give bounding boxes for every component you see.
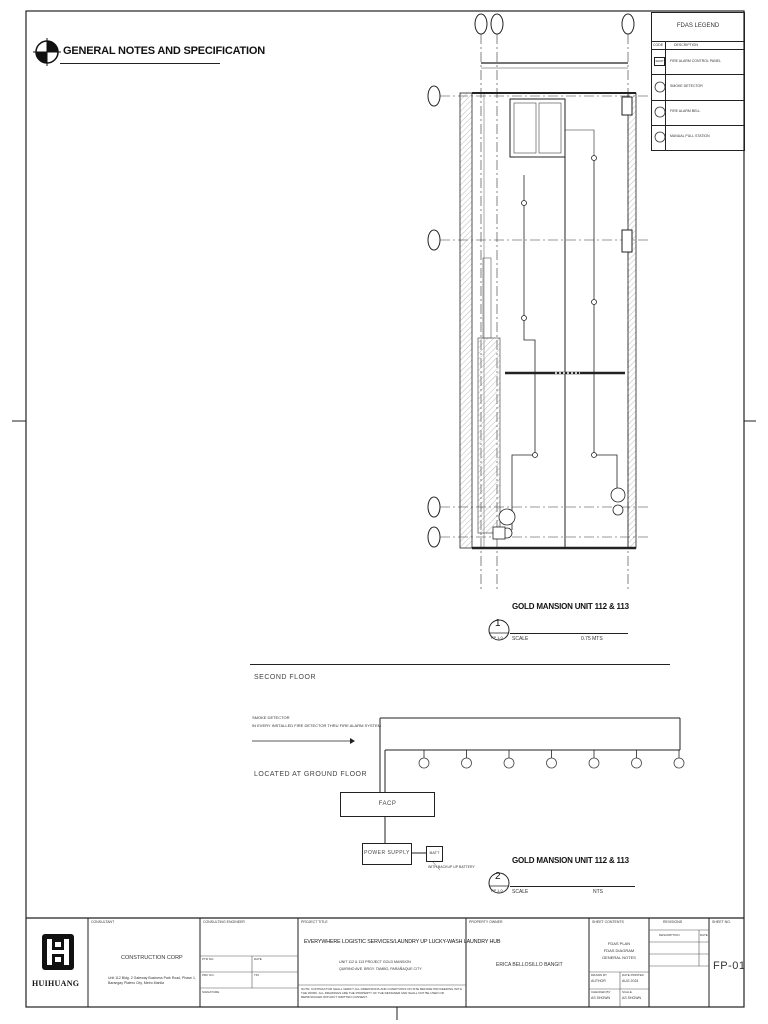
huihuang-logo-icon — [42, 934, 74, 970]
facp-box: FACP — [340, 792, 435, 817]
revisions-label: REVISIONS — [663, 920, 683, 924]
fdas-legend: FDAS LEGEND CODE DESCRIPTION FACP FIRE A… — [651, 12, 745, 151]
sheet-contents-label: SHEET CONTENTS — [592, 920, 624, 924]
smoke-detector-icon — [654, 81, 666, 93]
legend-item-smoke: SMOKE DETECTOR — [670, 84, 703, 88]
detail-2-scale-value: NTS — [593, 889, 603, 895]
scale-label: SCALE — [622, 990, 632, 994]
detail-2-scale-label: SCALE — [512, 889, 529, 895]
logo-text: HUIHUANG — [32, 979, 80, 988]
riser-smoke-detector — [673, 757, 685, 769]
checked-by: AS SHOWN — [591, 996, 611, 1000]
detail-2-number: 2 — [495, 871, 501, 882]
consultant-label: CONSULTANT — [91, 920, 115, 924]
title-block: HUIHUANG CONSULTANT CONSTRUCTION CORP Un… — [26, 918, 746, 1007]
grid-bubbles-left — [427, 85, 650, 548]
revisions-col-desc: DESCRIPTION — [659, 933, 680, 937]
field-date: DATE — [254, 957, 262, 961]
legend-item-facp: FIRE ALARM CONTROL PANEL — [670, 59, 721, 63]
sheet-contents-2: FDAS DIAGRAM — [603, 948, 635, 953]
battery-box: BATT — [426, 846, 443, 862]
engineer-label: CONSULTING ENGINEER — [203, 920, 245, 924]
field-tin: TIN — [254, 973, 259, 977]
riser-note-1: SMOKE DETECTOR — [252, 715, 290, 720]
project-note: NOTE: CONTRACTOR SHALL VERIFY ALL DIMENS… — [301, 987, 462, 999]
detail-2-bubble — [488, 872, 510, 894]
legend-col-description: DESCRIPTION — [674, 43, 698, 47]
target-logo-icon — [33, 38, 61, 66]
owner-label: PROPERTY OWNER — [469, 920, 503, 924]
riser-note-2: IN EVERY INSTALLED FIRE DETECTOR THRU FI… — [252, 723, 381, 728]
legend-col-code: CODE — [653, 43, 664, 47]
date-label: DATE PRINTED — [622, 973, 644, 977]
project-address-2: QUIRINO AVE. BRGY. TAMBO, PARAÑAQUE CITY — [339, 967, 422, 971]
riser-smoke-detector — [546, 757, 557, 769]
facp-symbol: FACP — [654, 57, 665, 66]
consultant-name: CONSTRUCTION CORP — [121, 955, 183, 961]
project-label: PROJECT TITLE — [301, 920, 328, 924]
detail-1-sheet: FP 1.0 — [491, 635, 503, 640]
riser-smoke-detector — [461, 757, 472, 769]
sheet-number: FP-01 — [713, 960, 746, 972]
riser-smoke-detector — [631, 757, 642, 769]
scale-value: AS SHOWN — [622, 996, 642, 1000]
consultant-address: Unit 112 Bldg. 2 Gateway Business Park R… — [108, 976, 196, 985]
project-address-1: UNIT 112 & 113 PROJECT GOLD MANSION — [339, 960, 411, 964]
detail-2-title: GOLD MANSION UNIT 112 & 113 — [512, 856, 629, 865]
riser-smoke-detector — [418, 757, 430, 769]
battery-note: WITH BACKUP UP BATTERY — [428, 865, 475, 869]
detail-1-title: GOLD MANSION UNIT 112 & 113 — [512, 602, 629, 611]
field-prc: PRC NO. — [202, 973, 215, 977]
page-title: GENERAL NOTES AND SPECIFICATION — [63, 45, 265, 57]
pull-station-icon — [654, 131, 666, 143]
checked-label: CHECKED BY — [591, 990, 611, 994]
plan-detectors — [521, 155, 597, 458]
detail-1-number: 1 — [495, 618, 501, 629]
detail-1-scale-value: 0.75 MTS — [581, 636, 603, 642]
revisions-col-date: DATE — [700, 933, 708, 937]
riser-detectors — [418, 750, 685, 769]
located-ground-label: LOCATED AT GROUND FLOOR — [254, 771, 368, 778]
legend-item-bell: FIRE ALARM BELL — [670, 109, 701, 113]
alarm-bell-icon — [654, 106, 666, 118]
legend-title: FDAS LEGEND — [676, 23, 720, 29]
riser-smoke-detector — [588, 757, 600, 769]
sheet-no-label: SHEET NO. — [712, 920, 731, 924]
field-signature: SIGNATURE — [202, 990, 220, 994]
second-floor-label: SECOND FLOOR — [254, 674, 317, 681]
riser-diagram — [252, 717, 685, 871]
detail-2-sheet: FP 1.0 — [491, 888, 503, 893]
title-underline — [60, 63, 220, 64]
power-supply-box: POWER SUPPLY — [362, 843, 412, 865]
drawn-by-label: DRAWN BY — [591, 973, 608, 977]
riser-smoke-detector — [503, 757, 515, 769]
fdas-floor-plan — [427, 13, 650, 590]
date-value: AUG 2024 — [622, 979, 639, 983]
detail-1-bubble — [488, 619, 510, 641]
detail-1-scale-label: SCALE — [512, 636, 529, 642]
owner-name: ERICA BELLOSILLO BANGIT — [496, 962, 563, 968]
sheet-contents-3: GENERAL NOTES — [602, 955, 636, 960]
project-title: EVERYWHERE LOGISTIC SERVICES/LAUNDRY UP … — [304, 939, 501, 945]
riser-top-line — [250, 664, 670, 665]
sheet-contents-1: FDAS PLAN — [607, 941, 631, 946]
legend-item-pull: MANUAL PULL STATION — [670, 134, 710, 138]
field-ptr: PTR NO. — [202, 957, 215, 961]
drawn-by: AUTHOR — [591, 979, 606, 983]
